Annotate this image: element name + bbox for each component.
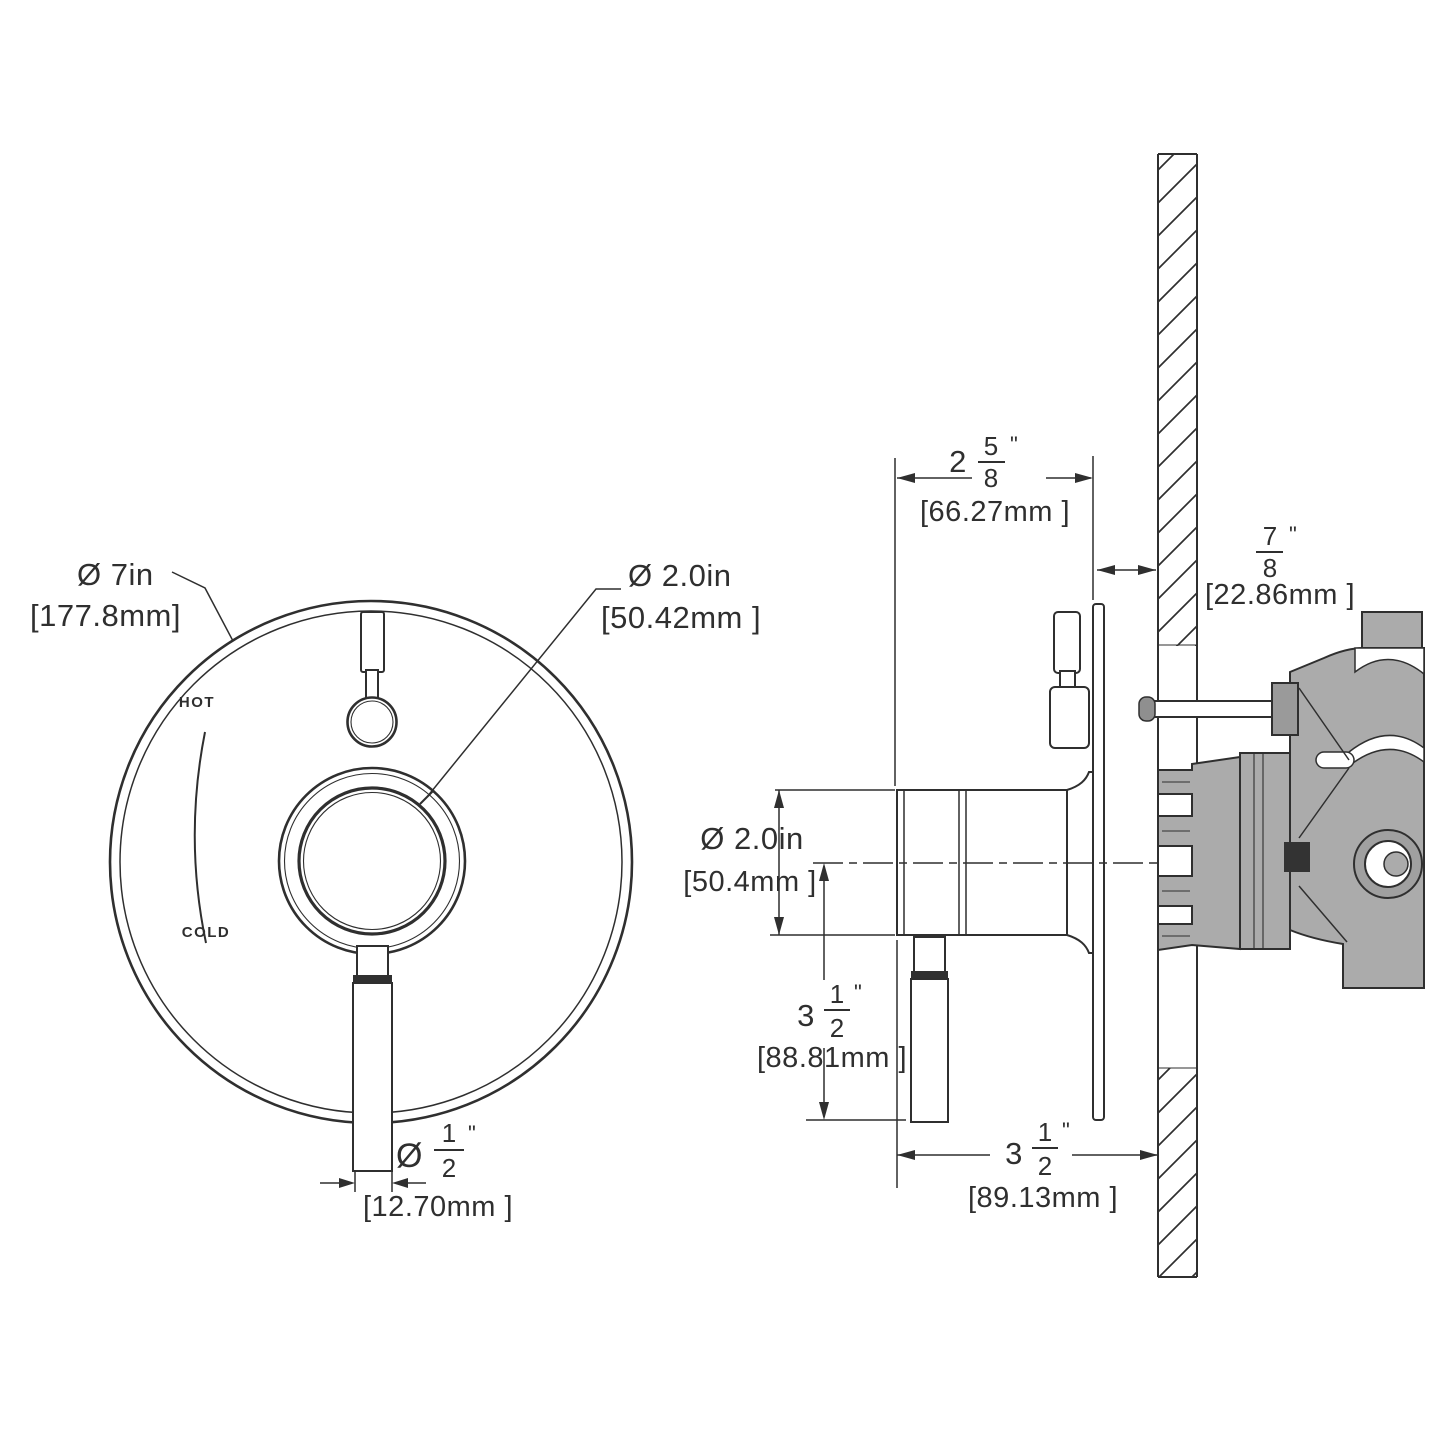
knob-diameter-side-dimension: Ø 2.0in [50.4mm ] <box>683 789 895 936</box>
temperature-lever-pivot-inner <box>350 700 394 744</box>
handle-diameter-dimension: Ø 1 2 " [12.70mm ] <box>320 1118 513 1223</box>
valve-top-port <box>1361 611 1423 651</box>
wall-hatch-top <box>1157 154 1198 646</box>
svg-text:1: 1 <box>442 1118 456 1148</box>
valve-struts <box>1298 687 1350 943</box>
rough-in-valve <box>1138 611 1425 989</box>
knob-ring-inner <box>297 786 447 936</box>
svg-text:": " <box>1010 432 1018 457</box>
svg-text:Ø 2.0in: Ø 2.0in <box>700 821 803 856</box>
svg-text:[50.4mm ]: [50.4mm ] <box>683 866 816 898</box>
wall-opening-edges <box>1158 644 1197 1069</box>
valve-cap-sleeve-lines <box>1253 753 1264 949</box>
knob-diameter-leader-tick <box>419 789 435 805</box>
temperature-lever-neck <box>365 669 379 700</box>
valve-body <box>1289 647 1425 989</box>
valve-cap-sleeve <box>1239 752 1291 950</box>
svg-text:2: 2 <box>949 444 967 479</box>
svg-text:": " <box>1289 522 1297 547</box>
svg-text:[12.70mm ]: [12.70mm ] <box>363 1191 513 1223</box>
svg-text:1: 1 <box>1038 1117 1052 1147</box>
valve-mounting-rod-tip <box>1138 696 1156 722</box>
valve-arch-cutout-top <box>1354 647 1425 676</box>
svg-text:[88.81mm ]: [88.81mm ] <box>757 1042 907 1074</box>
valve-arch-cutout-mid <box>1348 734 1425 768</box>
hot-label: HOT <box>179 694 215 711</box>
svg-text:5: 5 <box>984 431 998 461</box>
plate-diameter-mm: [177.8mm] <box>30 598 181 633</box>
escutcheon-plate-side <box>1092 603 1105 1121</box>
temperature-lever-side <box>1049 611 1090 749</box>
valve-spindle-block <box>1284 842 1310 872</box>
svg-text:3: 3 <box>797 998 815 1033</box>
svg-text:3: 3 <box>1005 1136 1023 1171</box>
side-view: 2 5 8 " [66.27mm ] 7 8 " [22.86mm ] Ø 2.… <box>683 153 1425 1278</box>
svg-text:8: 8 <box>984 463 998 493</box>
handle-length-dimension: 3 1 2 " [88.81mm ] <box>757 863 907 1121</box>
svg-text:[22.86mm ]: [22.86mm ] <box>1205 579 1355 611</box>
volume-handle-side <box>910 936 949 1123</box>
plate-diameter-leader <box>171 571 234 642</box>
plate-offset-dimension: 7 8 " [22.86mm ] <box>1097 521 1355 611</box>
wall-hatch-bottom <box>1157 1068 1198 1277</box>
knob-ring-outer <box>277 766 467 956</box>
cold-label: COLD <box>182 924 231 941</box>
valve-slot <box>1315 751 1355 769</box>
knob-ring-inner2 <box>302 791 442 931</box>
svg-text:[66.27mm ]: [66.27mm ] <box>920 496 1070 528</box>
knob-diameter-in: Ø 2.0in <box>628 558 731 593</box>
svg-text:7: 7 <box>1263 521 1277 551</box>
valve-outlet-boss-plug <box>1383 851 1409 877</box>
temperature-arc <box>193 731 207 944</box>
svg-text:Ø: Ø <box>396 1137 422 1175</box>
svg-text:2: 2 <box>1038 1151 1052 1181</box>
wall-section <box>1157 153 1198 1278</box>
svg-text:": " <box>468 1121 476 1146</box>
svg-text:[89.13mm ]: [89.13mm ] <box>968 1182 1118 1214</box>
handle-body-front <box>352 982 393 1172</box>
front-view: HOT COLD Ø 7in [177.8mm] Ø 2.0in [50.42m… <box>30 557 761 1223</box>
handle-collar-front <box>353 975 392 983</box>
svg-text:2: 2 <box>830 1013 844 1043</box>
temperature-lever-pivot-outer <box>346 696 398 748</box>
knob-diameter-leader <box>426 588 621 798</box>
temperature-lever-stem <box>360 611 385 673</box>
valve-cap-collar <box>1157 755 1241 952</box>
valve-cap-tab-lines <box>1162 781 1190 937</box>
valve-mounting-rod <box>1145 700 1287 718</box>
valve-depth-dimension: 3 1 2 " [89.13mm ] <box>896 940 1158 1214</box>
svg-text:1: 1 <box>830 979 844 1009</box>
plate-diameter-in: Ø 7in <box>77 557 154 592</box>
handle-stem-front <box>356 945 389 978</box>
svg-text:8: 8 <box>1263 553 1277 583</box>
svg-text:2: 2 <box>442 1153 456 1183</box>
svg-text:": " <box>854 980 862 1005</box>
knob-diameter-mm: [50.42mm ] <box>601 600 761 635</box>
svg-text:": " <box>1062 1118 1070 1143</box>
knob-projection-dimension: 2 5 8 " [66.27mm ] <box>894 431 1094 786</box>
valve-rod-holder <box>1271 682 1299 736</box>
